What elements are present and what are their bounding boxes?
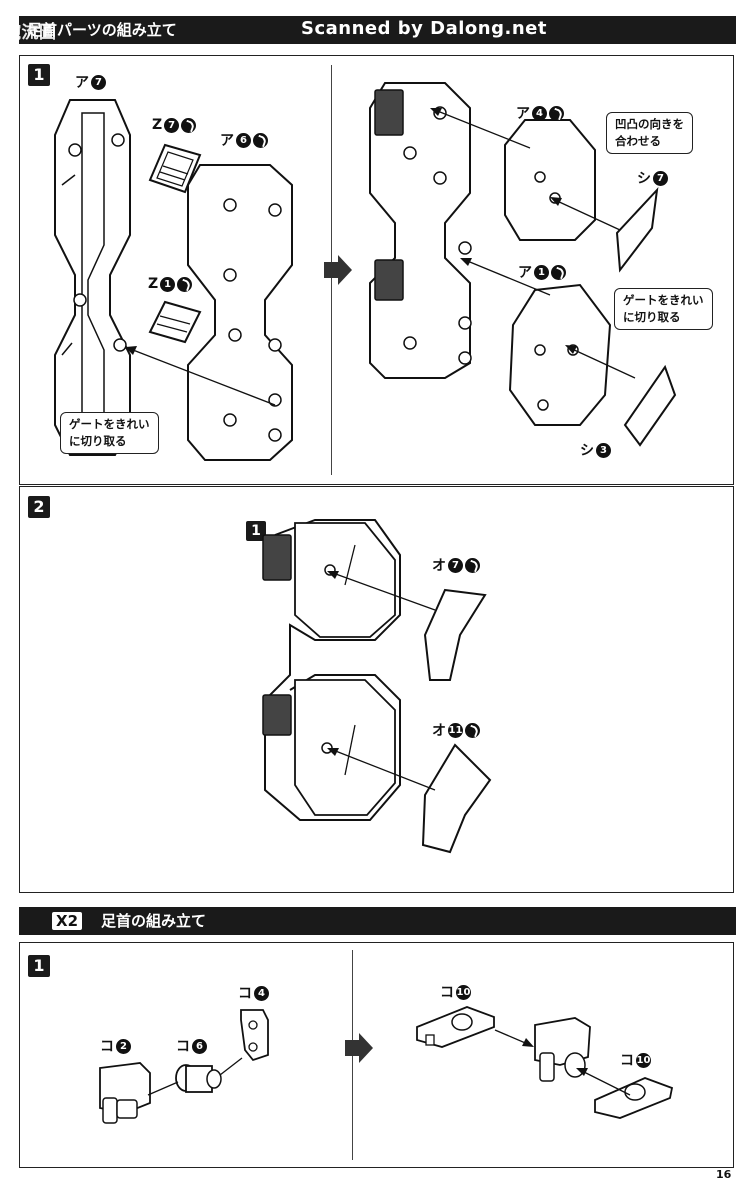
joint-part-ko4-drawing [240,1009,269,1062]
nipper-icon [253,132,268,148]
step2-assembly-drawing [262,519,401,821]
section-header-ankle-assembly: X2 足首の組み立て [19,907,736,935]
step-arrow-icon [345,1033,373,1063]
joint-part-ko6-drawing [175,1064,222,1093]
nipper-icon [465,557,480,573]
section-title: 足首パーツの組み立て [27,21,177,39]
wedge-part-shi7-drawing [615,187,659,273]
assembly-arrows-right [430,108,636,379]
nipper-icon [177,276,193,292]
step3-right-arrows [494,1029,631,1096]
vent-part-z7-drawing [148,143,202,194]
joint-assembly-drawing [534,1017,591,1082]
nipper-icon [551,264,566,280]
nipper-icon [465,722,480,738]
step2-panel [19,486,734,893]
step-arrow-icon [324,255,352,285]
shell-part-a6-drawing [187,164,293,461]
step1-panel [19,55,734,485]
vent-part-z1-drawing [148,300,202,344]
step3-panel [19,942,734,1168]
nipper-icon [549,105,564,121]
joint-part-ko10-top-drawing [416,1006,495,1048]
section-header-ankle-parts: 足首パーツの組み立て Scanned by Dalong.net [19,16,736,44]
step2-number: 2 [28,496,50,518]
step3-left-arrows [147,1057,243,1096]
step2-ref-number: 1 [246,521,266,541]
note-gate-right: ゲートをきれいに切り取る [614,288,713,330]
note-align: 凹凸の向きを合わせる [606,112,693,154]
frame-part-a7-drawing [54,99,131,456]
page-number: 16 [716,1168,732,1181]
joint-part-ko10-bottom-drawing [594,1077,674,1119]
wedge-part-shi3-drawing [623,364,677,447]
armor-part-o11-drawing [421,743,492,854]
multiplier-badge: X2 [52,912,83,930]
assembled-frame-drawing [369,82,472,379]
step2-assembly-arrows [327,571,436,791]
joint-part-ko2-drawing [99,1062,151,1124]
section2-title: 足首の組み立て [101,912,207,930]
watermark-text: Scanned by Dalong.net [301,18,547,39]
note-gate-left: ゲートをきれいに切り取る [60,412,159,454]
armor-part-o7-drawing [423,588,487,681]
step1-number: 1 [28,64,50,86]
watermark-logo: 腕流圖 [4,23,57,43]
step3-number: 1 [28,955,50,977]
nipper-icon [181,117,197,133]
assembly-arrow-icon [125,346,276,406]
